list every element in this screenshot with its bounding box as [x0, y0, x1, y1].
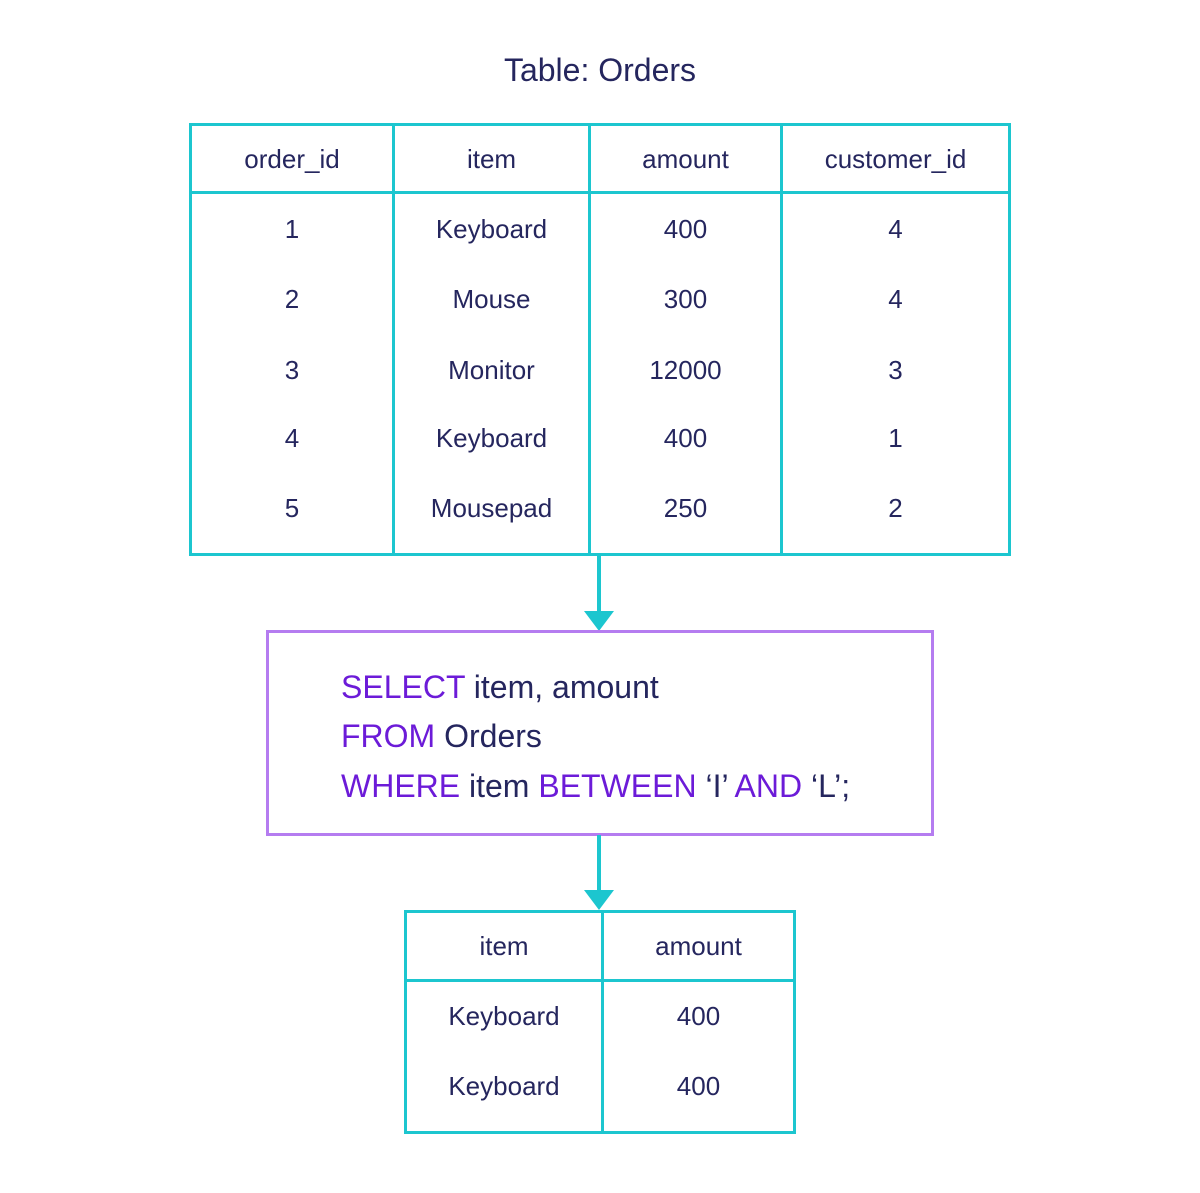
- result-header-amount: amount: [655, 931, 742, 961]
- down-arrow-icon: [584, 835, 614, 910]
- orders-cell: Mouse: [452, 284, 531, 314]
- result-cell: Keyboard: [448, 1071, 560, 1101]
- sql-keyword: BETWEEN: [538, 768, 697, 804]
- arrow-shaft: [597, 556, 601, 612]
- orders-cell: 250: [663, 493, 708, 523]
- sql-keyword: SELECT: [341, 669, 465, 705]
- orders-cell: 1: [888, 423, 903, 453]
- query-line-where: WHERE item BETWEEN ‘I’ AND ‘L’;: [341, 766, 850, 806]
- orders-cell: 5: [284, 493, 300, 523]
- result-cell: 400: [676, 1001, 721, 1031]
- orders-cell: 4: [888, 214, 903, 244]
- orders-cell: 2: [888, 493, 903, 523]
- orders-table: order_id item amount customer_id 1 Keybo…: [189, 123, 1011, 556]
- result-cell: 400: [676, 1071, 721, 1101]
- result-table: item amount Keyboard 400 Keyboard 400: [404, 910, 796, 1134]
- orders-header-row: [192, 126, 1008, 194]
- orders-cell: 3: [284, 355, 300, 385]
- orders-cell: Keyboard: [435, 423, 548, 453]
- column-divider: [588, 126, 591, 553]
- diagram-title: Table: Orders: [503, 52, 697, 88]
- orders-cell: 4: [284, 423, 300, 453]
- orders-cell: 400: [663, 214, 708, 244]
- orders-cell: 1: [284, 214, 300, 244]
- query-line-select: SELECT item, amount: [341, 667, 659, 707]
- arrow-head: [584, 611, 614, 631]
- orders-cell: 3: [888, 355, 903, 385]
- sql-keyword: WHERE: [341, 768, 461, 804]
- result-header-row: [407, 913, 793, 982]
- orders-cell: 12000: [649, 355, 722, 385]
- orders-header-customer-id: customer_id: [824, 144, 967, 174]
- sql-keyword: AND: [734, 768, 803, 804]
- orders-header-amount: amount: [642, 144, 729, 174]
- sql-query-box: SELECT item, amount FROM Orders WHERE it…: [266, 630, 934, 836]
- orders-cell: 300: [663, 284, 708, 314]
- orders-cell: Keyboard: [435, 214, 548, 244]
- orders-header-order-id: order_id: [244, 144, 340, 174]
- sql-text: ‘L’;: [802, 768, 851, 804]
- orders-cell: Monitor: [448, 355, 535, 385]
- column-divider: [780, 126, 783, 553]
- column-divider: [392, 126, 395, 553]
- orders-header-item: item: [466, 144, 517, 174]
- orders-cell: 400: [663, 423, 708, 453]
- sql-text: ‘I’: [696, 768, 735, 804]
- result-cell: Keyboard: [448, 1001, 560, 1031]
- query-line-from: FROM Orders: [341, 716, 542, 756]
- sql-text: item, amount: [464, 669, 659, 705]
- arrow-shaft: [597, 835, 601, 891]
- down-arrow-icon: [584, 556, 614, 631]
- orders-cell: 2: [284, 284, 300, 314]
- orders-cell: Mousepad: [430, 493, 553, 523]
- sql-keyword: FROM: [341, 718, 436, 754]
- sql-text: item: [460, 768, 539, 804]
- result-header-item: item: [479, 931, 529, 961]
- arrow-head: [584, 890, 614, 910]
- column-divider: [601, 913, 604, 1131]
- orders-cell: 4: [888, 284, 903, 314]
- sql-text: Orders: [435, 718, 542, 754]
